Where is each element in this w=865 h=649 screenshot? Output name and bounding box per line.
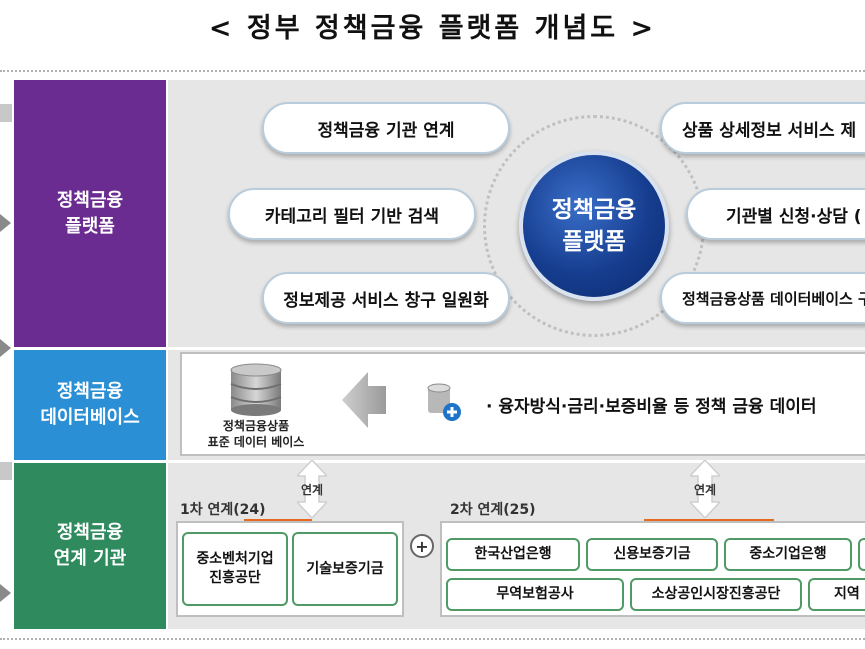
platform-hub: 정책금융 플랫폼 (519, 151, 669, 301)
row-arrow-icon (0, 584, 11, 602)
link-arrow-icon (297, 460, 327, 518)
left-arrow-icon (342, 372, 386, 428)
feature-pill: 정책금융상품 데이터베이스 구 (660, 272, 865, 324)
row-tab (0, 462, 12, 480)
institution-box: 한국산업은행 (446, 538, 580, 571)
institution-box: 무역보험공사 (446, 578, 624, 611)
row-label-platform: 정책금융 플랫폼 (14, 80, 166, 347)
institution-box (858, 538, 865, 571)
row-arrow-icon (0, 339, 11, 357)
database-description: · 융자방식·금리·보증비율 등 정책 금융 데이터 (486, 397, 817, 417)
institution-box: 기술보증기금 (292, 532, 398, 606)
database-caption: 정책금융상품 표준 데이터 베이스 (207, 419, 305, 449)
page-title: < 정부 정책금융 플랫폼 개념도 > (208, 13, 657, 44)
feature-pill: 정보제공 서비스 창구 일원화 (262, 272, 510, 324)
institution-box: 중소기업은행 (724, 538, 852, 571)
feature-pill: 상품 상세정보 서비스 제 (660, 102, 865, 154)
bottom-divider (0, 638, 865, 640)
link-arrow-icon (690, 460, 720, 518)
database-panel (180, 352, 865, 456)
row-label-institutions: 정책금융 연계 기관 (14, 463, 166, 629)
feature-pill: 정책금융 기관 연계 (262, 102, 510, 154)
institution-box: 중소벤처기업 진흥공단 (182, 532, 288, 606)
institution-box: 소상공인시장진흥공단 (630, 578, 802, 611)
plus-icon: + (410, 534, 434, 558)
row-label-database: 정책금융 데이터베이스 (14, 350, 166, 460)
feature-pill: 기관별 신청·상담 ( (686, 188, 865, 240)
link-label: 연계 (300, 483, 324, 497)
row-arrow-icon (0, 214, 11, 232)
row-tab (0, 104, 12, 122)
database-stack-icon (230, 363, 282, 416)
institution-box: 신용보증기금 (586, 538, 718, 571)
feature-pill: 카테고리 필터 기반 검색 (228, 188, 476, 240)
link-label: 연계 (693, 483, 717, 497)
group1-label: 1차 연계(24) (180, 502, 266, 518)
top-divider (0, 70, 865, 72)
institution-box: 지역 (808, 578, 865, 611)
group2-label: 2차 연계(25) (450, 502, 536, 518)
database-add-icon (427, 383, 461, 421)
